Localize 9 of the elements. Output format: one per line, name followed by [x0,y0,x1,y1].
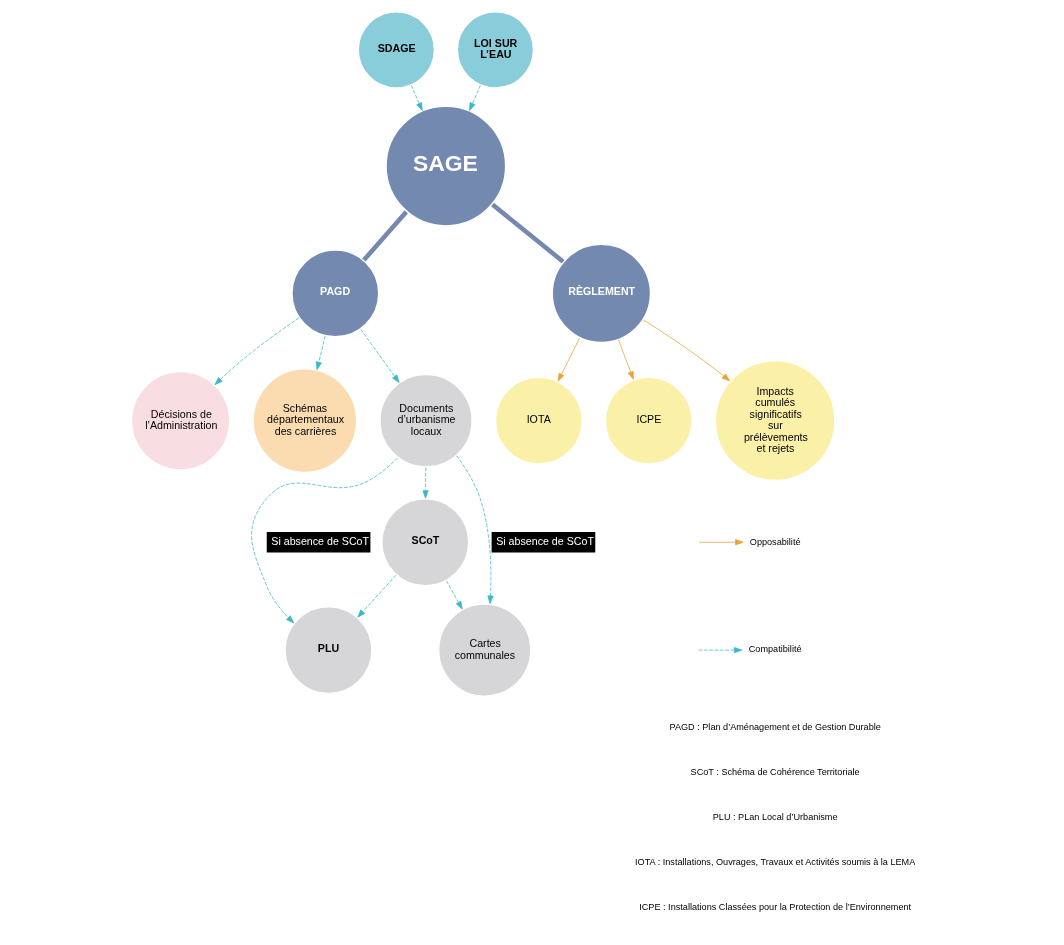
legend-label: Compatibilité [748,644,802,655]
label: ICPE : Installations Classées pour la Protection de l’Environnement [639,902,912,913]
label: PLU : PLan Local d’Urbanisme [712,812,838,823]
edge-label: Si absence de SCoT [271,535,370,548]
edge-label: Si absence de SCoT [496,535,594,548]
label: IOTA : Installations, Ouvrages, Travaux et Activités soumis à la LEMA [635,857,916,868]
label: PAGD : Plan d’Aménagement et de Gestion Durable [669,722,881,733]
legend-label: Opposabilité [749,536,801,547]
label: SCoT : Schéma de Cohérence Territoriale [690,767,860,778]
